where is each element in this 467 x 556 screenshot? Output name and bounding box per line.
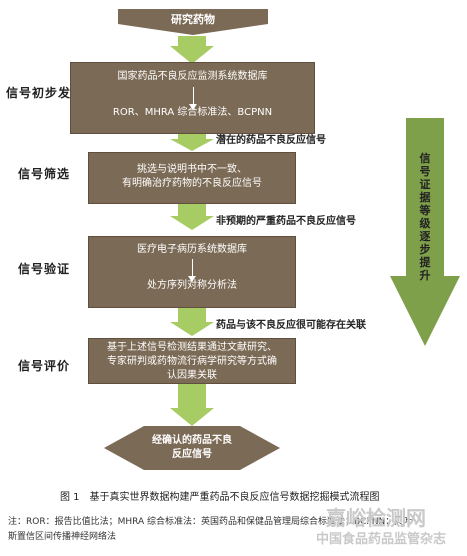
verification-database: 医疗电子病历系统数据库 xyxy=(137,244,247,255)
initial-discovery-box: 国家药品不良反应监测系统数据库 ROR、MHRA 综合标准法、BCPNN xyxy=(70,62,315,134)
end-label-line-1: 经确认的药品不良 xyxy=(152,435,232,446)
note-line-1: 注：ROR：报告比值比法；MHRA 综合标准法：英国药品和保健品管理局综合标准法… xyxy=(8,517,413,527)
start-label: 研究药物 xyxy=(171,13,215,26)
end-label-line-2: 反应信号 xyxy=(172,449,212,460)
edge-unexpected-signal: 非预期的严重药品不良反应信号 xyxy=(216,216,356,227)
connector-5-head xyxy=(170,408,214,426)
connector-3-head xyxy=(170,216,214,230)
connector-2-head xyxy=(170,139,214,151)
verification-box: 医疗电子病历系统数据库 处方序列对称分析法 xyxy=(88,236,296,308)
screening-line-1: 挑选与说明书中不一致、 xyxy=(137,164,247,175)
end-label: 经确认的药品不良 反应信号 xyxy=(104,434,280,462)
edge-potential-signal: 潜在的药品不良反应信号 xyxy=(216,135,326,146)
end-shape xyxy=(104,426,280,470)
edge-likely-association: 药品与该不良反应很可能存在关联 xyxy=(216,320,366,331)
connector-4-head xyxy=(170,322,214,336)
stage-verification-label: 信号验证 xyxy=(18,262,71,276)
connector-1-head xyxy=(170,46,214,64)
connector-2 xyxy=(178,134,206,139)
connector-4 xyxy=(178,308,206,322)
connector-5 xyxy=(178,384,206,408)
stage-evaluation-label: 信号评价 xyxy=(18,359,71,373)
stage-screening-label: 信号筛选 xyxy=(18,167,71,181)
evidence-level-label: 信号证据等级逐步提升 xyxy=(419,152,431,282)
screening-box: 挑选与说明书中不一致、 有明确治疗药物的不良反应信号 xyxy=(88,152,296,204)
stage-initial-label: 信号初步发现 xyxy=(6,86,85,100)
screening-line-2: 有明确治疗药物的不良反应信号 xyxy=(122,178,262,189)
evaluation-line-3: 认因果关联 xyxy=(167,370,217,381)
watermark-journal: 中国食品药品监管杂志 xyxy=(316,532,447,547)
figure-caption: 图 1 基于真实世界数据构建严重药品不良反应信号数据挖掘模式流程图 xyxy=(60,492,380,503)
initial-database: 国家药品不良反应监测系统数据库 xyxy=(117,71,268,82)
start-shape xyxy=(118,9,268,35)
verification-inner-arrow xyxy=(192,259,193,277)
initial-inner-arrowhead xyxy=(189,104,197,110)
evaluation-line-1: 基于上述信号检测结果通过文献研究、 xyxy=(107,342,277,353)
watermark-site: 嘉峪检测网 xyxy=(326,506,426,530)
evidence-level-arrow xyxy=(390,118,460,346)
connector-1 xyxy=(178,36,206,46)
initial-inner-arrow xyxy=(193,87,194,105)
initial-methods: ROR、MHRA 综合标准法、BCPNN xyxy=(112,107,273,118)
verification-method: 处方序列对称分析法 xyxy=(147,280,237,291)
verification-inner-arrowhead xyxy=(188,276,196,282)
evaluation-line-2: 专家研判或药物流行病学研究等方式确 xyxy=(107,356,277,367)
evaluation-box: 基于上述信号检测结果通过文献研究、 专家研判或药物流行病学研究等方式确 认因果关… xyxy=(88,338,296,384)
connector-3 xyxy=(178,204,206,216)
note-line-2: 斯置信区间传播神经网络法 xyxy=(8,532,117,542)
